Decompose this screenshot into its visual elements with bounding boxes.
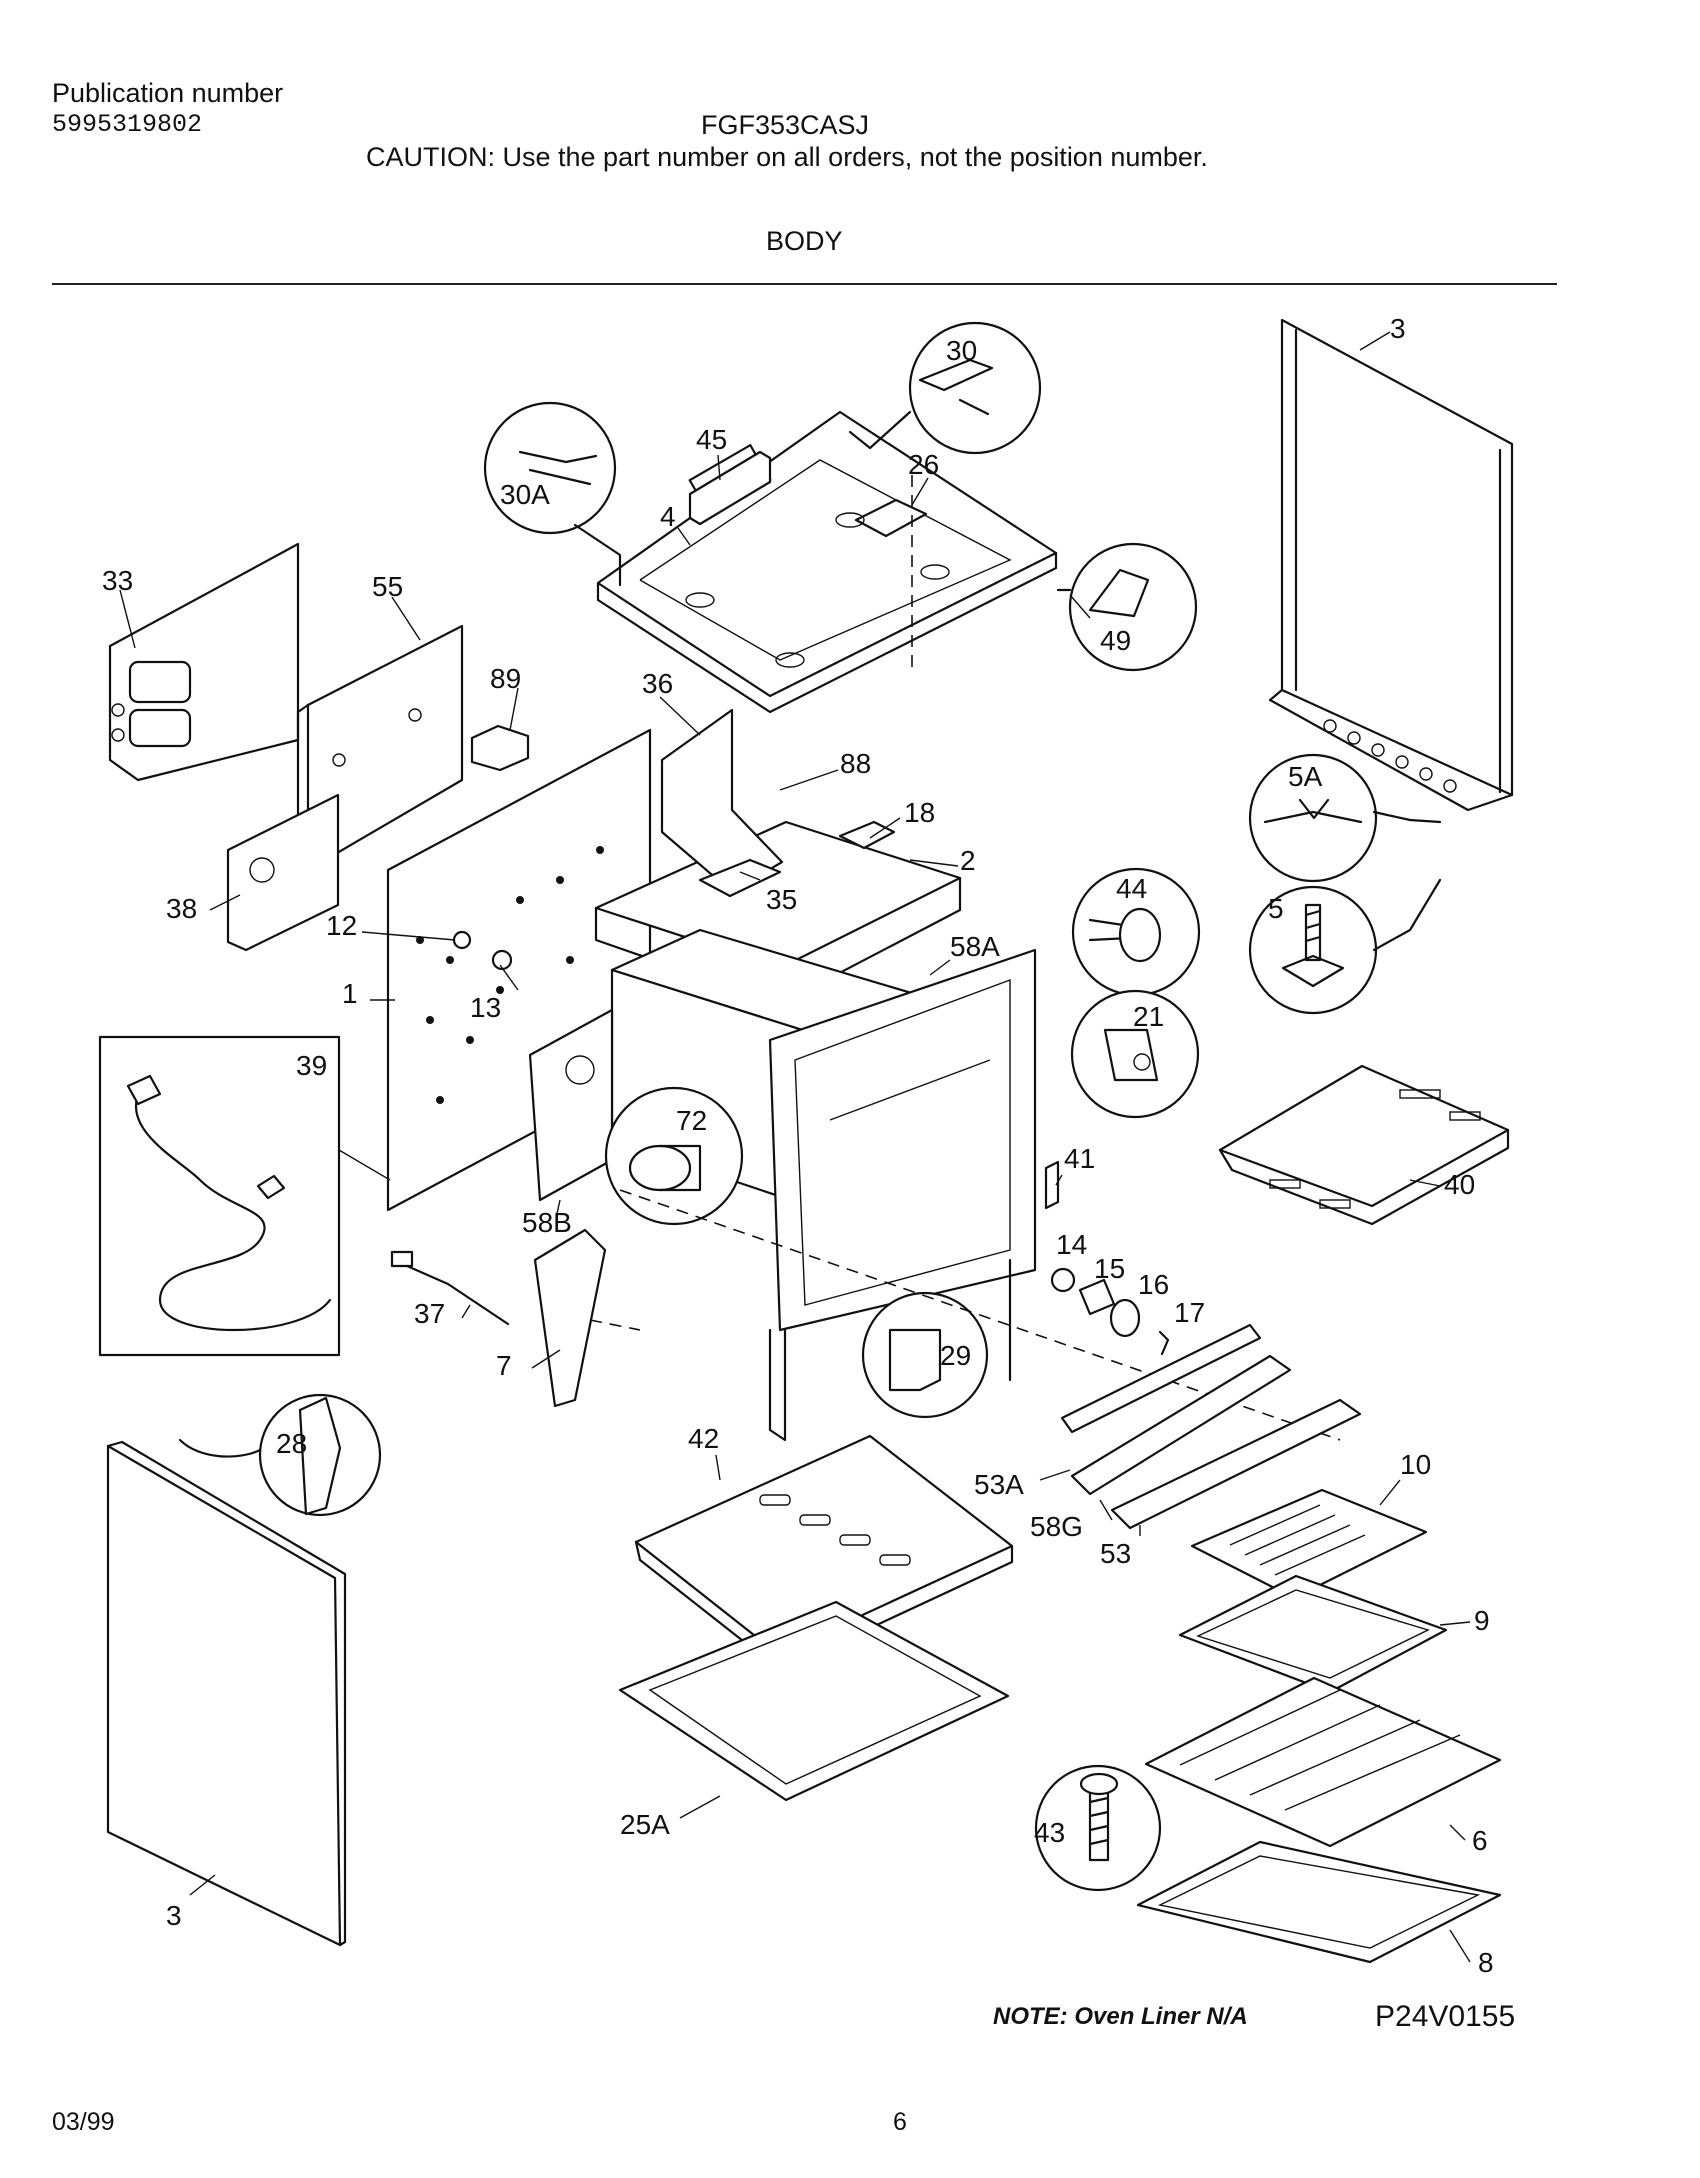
callout-4: 4 [660,501,676,532]
part-28-detail [178,1393,382,1517]
callout-2: 2 [960,845,976,876]
callout-6: 6 [1472,1825,1488,1856]
part-9-broiler-pan [1178,1574,1448,1694]
callout-10: 10 [1400,1449,1431,1480]
part-30-detail [848,321,1042,455]
callout-14: 14 [1056,1229,1087,1260]
part-29-detail [861,1291,989,1419]
part-4-burner-box [596,410,1058,714]
callout-43: 43 [1034,1817,1065,1848]
callout-53A: 53A [974,1469,1024,1500]
part-oven-cavity [610,948,1037,1442]
callout-38: 38 [166,893,197,924]
publication-label: Publication number [52,78,284,108]
callout-17: 17 [1174,1297,1205,1328]
callout-7: 7 [496,1350,512,1381]
callout-89: 89 [490,663,521,694]
part-18-bracket [838,820,896,850]
callout-5: 5 [1268,893,1284,924]
part-21-detail [1070,989,1200,1119]
assembly-guide-line-2 [589,1319,641,1331]
part-53A-rail [1060,1323,1262,1434]
callout-16: 16 [1138,1269,1169,1300]
callout-3-bottom: 3 [166,1900,182,1931]
part-43-detail [1034,1764,1162,1892]
callout-53: 53 [1100,1538,1131,1569]
part-39-power-cord-box [98,1035,341,1357]
part-72-detail [604,1086,744,1226]
callout-44: 44 [1116,873,1147,904]
callout-30: 30 [946,335,977,366]
callout-45: 45 [696,424,727,455]
callout-30A: 30A [500,479,550,510]
callout-55: 55 [372,571,403,602]
callout-58B: 58B [522,1207,572,1238]
assembly-guide-line [619,1189,1341,1441]
callout-72: 72 [676,1105,707,1136]
part-5-detail [1248,878,1442,1015]
part-30A-detail [483,401,622,587]
callout-18: 18 [904,797,935,828]
callout-58A: 58A [950,931,1000,962]
part-33-panel [108,542,300,782]
callout-5A: 5A [1288,761,1323,792]
footer-date: 03/99 [52,2108,115,2136]
oven-liner-note: NOTE: Oven Liner N/A [993,2003,1248,2030]
part-7-hinge [533,1228,607,1408]
diagram-code: P24V0155 [1375,2000,1516,2033]
callout-35: 35 [766,884,797,915]
part-10-broiler-grid [1190,1488,1428,1600]
part-12-fitting [452,930,472,950]
model-number: FGF353CASJ [701,110,870,140]
callout-28: 28 [276,1428,307,1459]
callout-25A: 25A [620,1809,670,1840]
callout-40: 40 [1444,1169,1475,1200]
callout-15: 15 [1094,1253,1125,1284]
part-8-drip-tray [1136,1840,1502,1964]
part-45-bracket [688,450,772,526]
part-5A-detail [1248,753,1442,883]
exploded-parts-diagram: 3 30 30A 45 26 4 49 33 55 89 36 88 18 2 … [98,313,1514,1978]
part-37-igniter [390,1250,510,1326]
callout-12: 12 [326,910,357,941]
parts-14-17-knob-assembly [1050,1267,1170,1356]
callout-49: 49 [1100,625,1131,656]
page-number: 6 [893,2108,907,2136]
publication-number: 5995319802 [52,110,203,139]
section-title: BODY [766,226,843,256]
caution-text: CAUTION: Use the part number on all orde… [366,142,1208,172]
callout-36: 36 [642,668,673,699]
leader-lines [119,331,1471,1963]
part-36-flue [660,708,784,894]
callout-3-top: 3 [1390,313,1406,344]
header-divider [52,283,1557,285]
callout-41: 41 [1064,1143,1095,1174]
callout-21: 21 [1133,1001,1164,1032]
part-6-oven-rack [1144,1676,1502,1848]
callout-8: 8 [1478,1947,1494,1978]
part-3-side-panel-left [106,1440,347,1947]
callout-33: 33 [102,565,133,596]
callout-13: 13 [470,992,501,1023]
callout-9: 9 [1474,1605,1490,1636]
callout-39: 39 [296,1050,327,1081]
callout-1: 1 [342,978,358,1009]
part-89-valve [470,724,530,772]
callout-42: 42 [688,1423,719,1454]
part-25A-frame [618,1600,1010,1802]
part-58G-insulation [1070,1354,1292,1496]
part-53-rail [1110,1398,1362,1530]
callout-58G: 58G [1030,1511,1083,1542]
part-3-side-panel-right [1268,318,1514,812]
callout-29: 29 [940,1340,971,1371]
part-40-burner-baffle [1218,1064,1510,1226]
callout-88: 88 [840,748,871,779]
callout-26: 26 [908,449,939,480]
callout-37: 37 [414,1298,445,1329]
part-49-detail [1056,542,1198,672]
part-13-clip [491,949,513,971]
part-41-bracket [1044,1160,1060,1210]
part-35-bracket [698,858,782,898]
part-38-shield [226,793,340,952]
